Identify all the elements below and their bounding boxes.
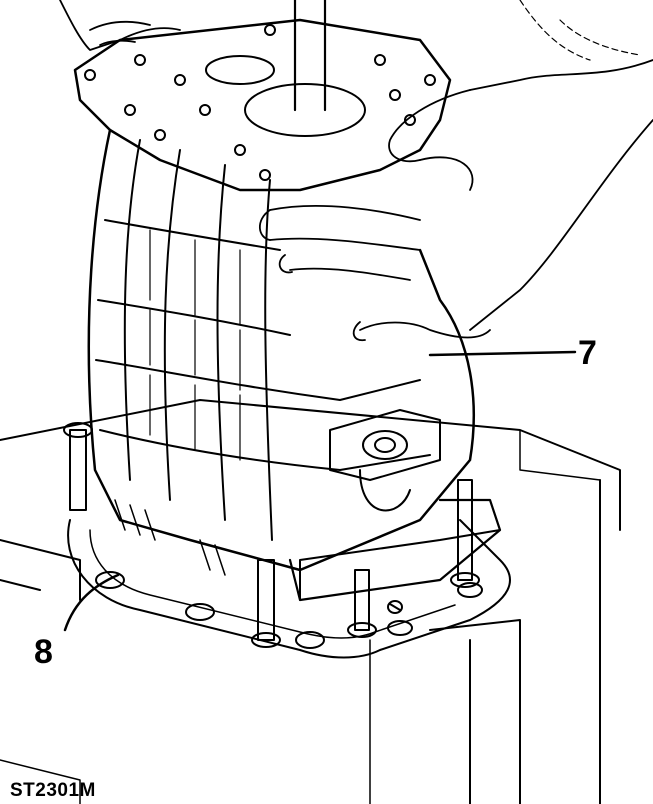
base-flange <box>67 519 511 659</box>
callout-leaders <box>63 350 577 632</box>
leader-line-8 <box>63 573 120 632</box>
callout-label-7: 7 <box>578 334 597 372</box>
top-plate <box>73 18 452 192</box>
technician-hands <box>59 0 653 342</box>
gearbox-casing <box>87 128 502 602</box>
workbench-stand <box>0 399 621 804</box>
callout-label-8: 8 <box>34 633 53 671</box>
centre-shaft <box>293 0 327 112</box>
figure-code: ST2301M <box>10 780 96 801</box>
leader-line-7 <box>428 350 577 357</box>
support-studs <box>63 422 480 648</box>
